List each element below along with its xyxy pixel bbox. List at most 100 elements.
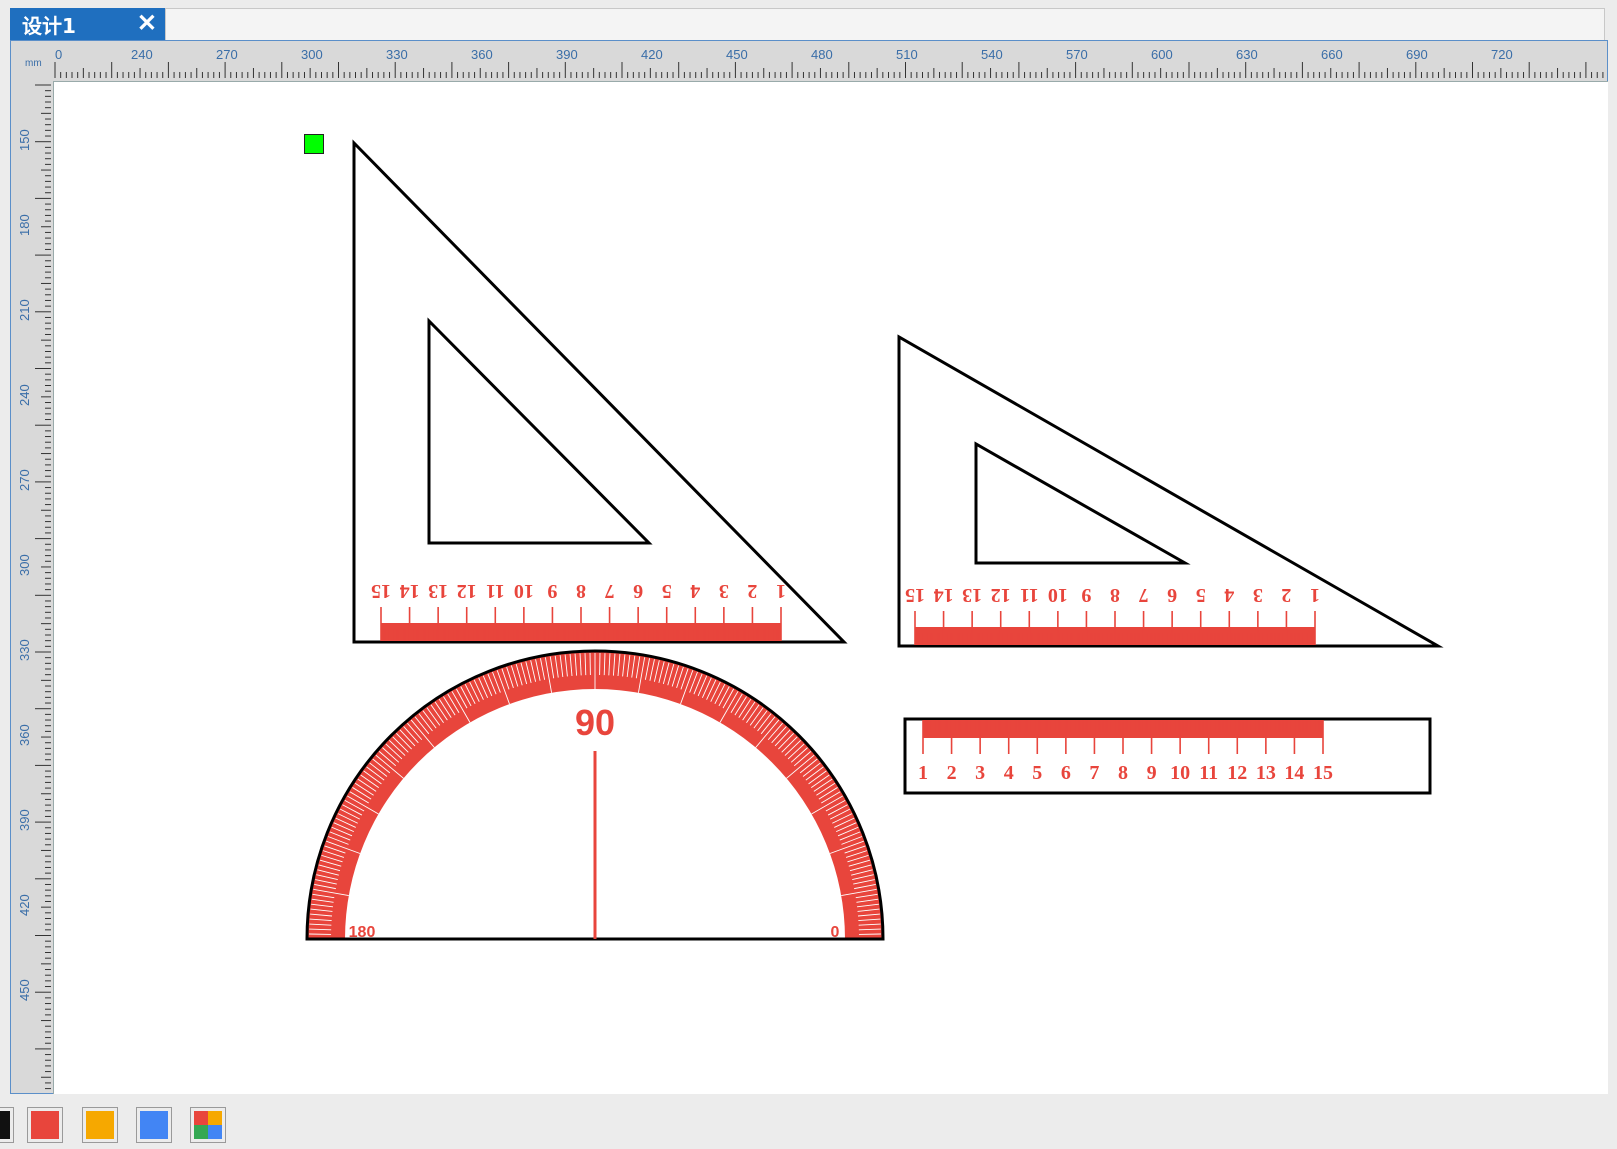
protractor-tick: [755, 719, 780, 748]
protractor-tick: [858, 923, 881, 926]
protractor-tick: [310, 913, 333, 917]
ruler-label: 240: [17, 384, 32, 406]
ruler-label: 360: [17, 724, 32, 746]
ruler-label: 390: [556, 47, 578, 62]
protractor-tick: [693, 673, 703, 695]
protractor-tick: [525, 661, 532, 683]
protractor-label-90: 90: [575, 702, 615, 743]
protractor-tick: [333, 822, 355, 833]
protractor-tick: [855, 893, 878, 899]
protractor-tick: [771, 726, 787, 744]
protractor-tick: [339, 808, 360, 820]
protractor-tick: [845, 850, 868, 858]
scale-label: 14: [400, 580, 420, 602]
protractor-tick: [344, 799, 365, 812]
protractor-tick: [849, 864, 872, 872]
swatch-blue[interactable]: [136, 1107, 172, 1143]
ruler-label: 240: [131, 47, 153, 62]
protractor-tick: [734, 696, 747, 716]
protractor-label-0: 0: [831, 924, 840, 941]
ruler-label: 570: [1066, 47, 1088, 62]
ruler-label: 210: [17, 299, 32, 321]
protractor-tick: [722, 688, 735, 709]
scale-label: 5: [1196, 584, 1206, 606]
scale-label: 15: [1313, 762, 1333, 784]
scale-label: 15: [905, 584, 925, 606]
protractor-tick: [487, 673, 497, 695]
protractor-tick: [326, 840, 361, 854]
protractor-tick: [331, 826, 353, 837]
tab-bar: 设计1 ✕: [0, 0, 1617, 40]
ruler-ticks: [35, 84, 51, 1090]
protractor-tick: [667, 663, 675, 686]
ruler-label: 660: [1321, 47, 1343, 62]
protractor-tick: [781, 736, 798, 753]
protractor-tick: [778, 732, 794, 750]
protractor-tick: [832, 813, 853, 824]
protractor-tick: [392, 736, 409, 753]
scale-label: 15: [371, 580, 391, 602]
protractor-tick: [322, 850, 345, 858]
color-palette: [0, 1100, 400, 1146]
triangle-outline: [352, 139, 848, 644]
protractor-tick: [816, 782, 836, 796]
selection-handle[interactable]: [304, 134, 324, 154]
protractor-tick: [847, 854, 869, 863]
ruler-label: 600: [1151, 47, 1173, 62]
protractor-tick: [311, 903, 334, 908]
protractor-tick: [644, 658, 651, 680]
protractor-tick: [327, 836, 349, 845]
protractor-tick: [810, 774, 830, 788]
protractor-tick: [385, 743, 403, 760]
protractor-tick: [608, 653, 611, 676]
scale-label: 9: [1147, 762, 1157, 784]
protractor-tick: [631, 655, 636, 678]
swatch-red[interactable]: [27, 1107, 63, 1143]
scale-label: 8: [576, 580, 586, 602]
protractor-tick: [544, 657, 553, 693]
ruler-label: 0: [55, 47, 62, 62]
protractor-tick: [649, 659, 655, 681]
swatch-multicolor[interactable]: [190, 1107, 226, 1143]
protractor-tick: [549, 656, 555, 679]
protractor-tick: [530, 660, 537, 682]
protractor-tick: [786, 754, 815, 779]
swatch-black[interactable]: [0, 1107, 14, 1143]
protractor-tick: [856, 898, 879, 903]
protractor-tick: [818, 787, 838, 800]
protractor-tick: [662, 662, 670, 685]
protractor-tick: [347, 795, 379, 815]
protractor-tick: [460, 686, 472, 707]
protractor-tick: [837, 826, 859, 837]
protractor-tick: [701, 677, 712, 699]
close-icon[interactable]: ✕: [136, 10, 157, 37]
ruler-label: 720: [1491, 47, 1513, 62]
protractor-tick: [811, 795, 843, 815]
ruler-label: 360: [471, 47, 493, 62]
swatch-orange[interactable]: [82, 1107, 118, 1143]
protractor-tick: [852, 874, 874, 881]
protractor-tick: [835, 822, 857, 833]
protractor-tick: [671, 665, 680, 687]
ruler-label: 150: [17, 129, 32, 151]
protractor-tick: [352, 787, 372, 800]
protractor-tick: [757, 713, 772, 732]
ruler-label: 270: [216, 47, 238, 62]
protractor-tick: [520, 662, 528, 685]
protractor-tick: [856, 903, 879, 908]
tab-design1[interactable]: 设计1 ✕: [10, 8, 165, 40]
scale-label: 12: [991, 584, 1011, 606]
protractor-outline: [305, 649, 885, 941]
scale-label: 8: [1110, 584, 1120, 606]
scale-label: 8: [1118, 762, 1128, 784]
protractor-tick: [719, 691, 739, 723]
protractor-tick: [858, 918, 881, 922]
scale-label: 13: [1256, 762, 1276, 784]
scale-label: 7: [1139, 584, 1149, 606]
